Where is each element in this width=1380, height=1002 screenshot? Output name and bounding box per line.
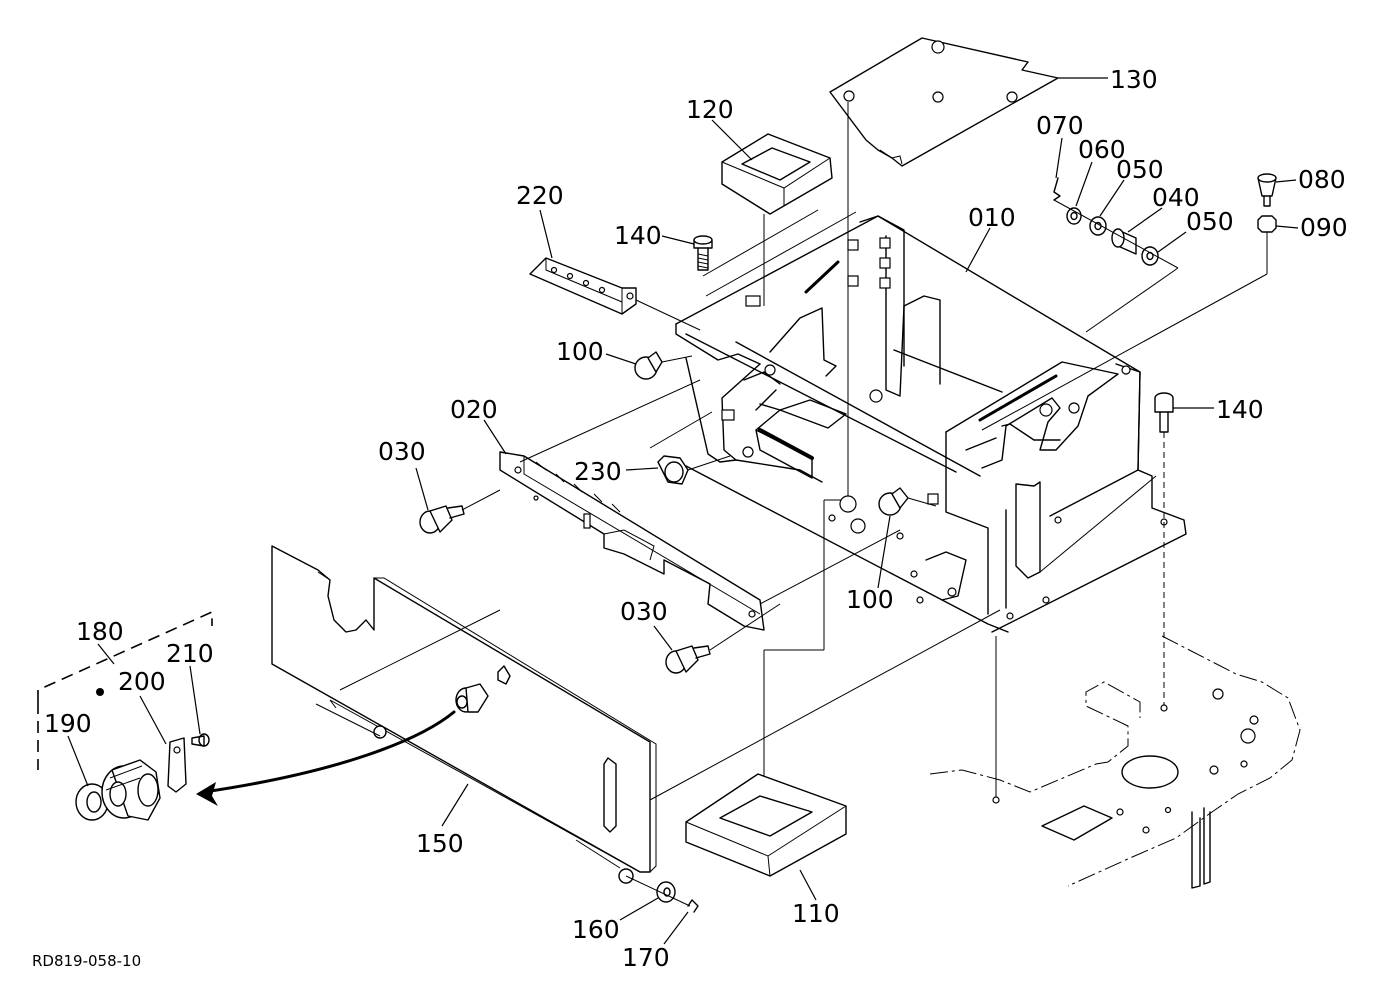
callout-040: 040 bbox=[1152, 183, 1200, 212]
callout-190: 190 bbox=[44, 709, 92, 738]
part-140-bolt-upper bbox=[693, 235, 713, 271]
callout-090: 090 bbox=[1300, 213, 1348, 242]
part-060-washer bbox=[1066, 207, 1082, 225]
callout-100-lower: 100 bbox=[846, 585, 894, 614]
callout-030-left: 030 bbox=[378, 437, 426, 466]
callout-120: 120 bbox=[686, 95, 734, 124]
part-220-bracket bbox=[529, 257, 637, 315]
part-050-spacer-b bbox=[1141, 246, 1159, 266]
part-090-nut bbox=[1257, 215, 1277, 233]
part-210-cam-screw bbox=[167, 733, 210, 793]
callout-130: 130 bbox=[1110, 65, 1158, 94]
callout-170: 170 bbox=[622, 943, 670, 972]
callout-020: 020 bbox=[450, 395, 498, 424]
part-140-bolt-right bbox=[1154, 392, 1174, 433]
part-120-grommet bbox=[721, 133, 833, 215]
part-040-collar bbox=[1111, 228, 1137, 255]
callout-050-a: 050 bbox=[1116, 155, 1164, 184]
callout-210: 210 bbox=[166, 639, 214, 668]
callout-230: 230 bbox=[574, 457, 622, 486]
part-030-bolt-right bbox=[665, 645, 711, 674]
part-050-spacer-a bbox=[1089, 216, 1107, 236]
part-100-plug-upper bbox=[634, 351, 663, 380]
callout-140-right: 140 bbox=[1216, 395, 1264, 424]
part-080-knob bbox=[1257, 173, 1277, 207]
part-190-cap bbox=[75, 783, 109, 821]
callout-150: 150 bbox=[416, 829, 464, 858]
callout-080: 080 bbox=[1298, 165, 1346, 194]
callout-030-right: 030 bbox=[620, 597, 668, 626]
callout-070: 070 bbox=[1036, 111, 1084, 140]
callout-200: 200 bbox=[118, 667, 166, 696]
callout-060: 060 bbox=[1078, 135, 1126, 164]
part-110-grommet bbox=[685, 773, 847, 877]
part-170-clip bbox=[687, 899, 699, 913]
diagram-reference-code: RD819-058-10 bbox=[32, 952, 141, 970]
part-100-plug-lower bbox=[878, 487, 909, 516]
part-lock-on-panel bbox=[455, 683, 489, 713]
callout-050-b: 050 bbox=[1186, 207, 1234, 236]
callout-010: 010 bbox=[968, 203, 1016, 232]
part-020-front-plate bbox=[499, 451, 765, 631]
callout-100-upper: 100 bbox=[556, 337, 604, 366]
callout-220: 220 bbox=[516, 181, 564, 210]
callout-160: 160 bbox=[572, 915, 620, 944]
part-070-clip bbox=[1053, 177, 1061, 201]
chassis-base-phantom bbox=[929, 635, 1301, 889]
part-010-frame bbox=[675, 215, 1187, 633]
part-200-lock-cylinder bbox=[101, 759, 161, 821]
part-030-bolt-left bbox=[419, 505, 465, 534]
part-130-top-plate bbox=[829, 37, 1059, 167]
callout-110: 110 bbox=[792, 899, 840, 928]
part-150-front-cover bbox=[271, 545, 657, 884]
callout-140-upper: 140 bbox=[614, 221, 662, 250]
callout-180: 180 bbox=[76, 617, 124, 646]
part-230-nut bbox=[657, 455, 689, 485]
